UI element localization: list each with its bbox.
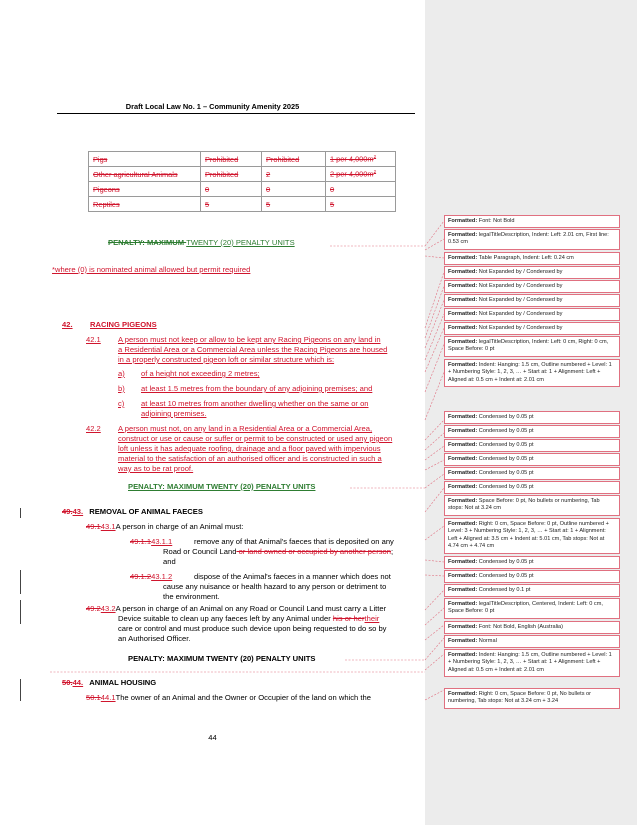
table-cell: 0: [261, 181, 326, 197]
para-43-1: 49.143.1A person in charge of an Animal …: [86, 522, 244, 531]
para-42-1-line: a Residential Area or a Commercial Area …: [118, 345, 388, 354]
subpara-43-1-2-line: dispose of the Animal's faeces in a mann…: [194, 572, 391, 581]
comment-balloon[interactable]: Formatted: Condensed by 0.05 pt: [444, 425, 620, 439]
table-cell: 0: [325, 181, 396, 197]
comment-balloon[interactable]: Formatted: Font: Not Bold, English (Aust…: [444, 621, 620, 635]
comment-balloon[interactable]: Formatted: Not Expanded by / Condensed b…: [444, 308, 620, 322]
comment-balloon[interactable]: Formatted: legalTitleDescription, Center…: [444, 598, 620, 619]
comment-balloon[interactable]: Formatted: Not Expanded by / Condensed b…: [444, 266, 620, 280]
page-number: 44: [208, 733, 217, 742]
comment-balloon[interactable]: Formatted: Condensed by 0.05 pt: [444, 556, 620, 570]
para-43-2-line: an Authorised Officer.: [118, 634, 191, 643]
subpara-43-1-1-number: 49.1.143.1.1: [130, 537, 173, 546]
penalty-units-43: PENALTY: MAXIMUM TWENTY (20) PENALTY UNI…: [128, 654, 316, 663]
table-row: Other agricultural Animals Prohibited 2 …: [88, 166, 396, 182]
comment-balloon[interactable]: Formatted: Indent: Hanging: 1.5 cm, Outl…: [444, 649, 620, 678]
para-42-1-number: 42.1: [86, 335, 101, 344]
section-43-heading: 49.43. REMOVAL OF ANIMAL FAECES: [62, 507, 203, 516]
comment-balloon[interactable]: Formatted: Not Expanded by / Condensed b…: [444, 294, 620, 308]
comment-balloon[interactable]: Formatted: Condensed by 0.05 pt: [444, 439, 620, 453]
comment-balloon[interactable]: Formatted: Right: 0 cm, Space Before: 0 …: [444, 518, 620, 554]
change-bar: [20, 600, 21, 624]
penalty-units-first: PENALTY: MAXIMUM TWENTY (20) PENALTY UNI…: [108, 238, 295, 247]
item-a-number: a): [118, 369, 125, 378]
para-42-1-line: in a properly constructed pigeon loft or…: [118, 355, 335, 364]
item-a-text: of a height not exceeding 2 metres;: [141, 369, 260, 378]
item-b-number: b): [118, 384, 125, 393]
comment-balloon[interactable]: Formatted: Space Before: 0 pt, No bullet…: [444, 495, 620, 516]
para-42-2-line: way as to be rat proof.: [118, 464, 194, 473]
table-cell: 0: [200, 181, 262, 197]
para-42-2-number: 42.2: [86, 424, 101, 433]
table-cell: Other agricultural Animals: [88, 166, 201, 182]
subpara-43-1-2-number: 49.1.243.1.2: [130, 572, 173, 581]
table-cell: 5: [200, 196, 262, 212]
table-cell: 5: [325, 196, 396, 212]
table-cell: 2: [261, 166, 326, 182]
para-42-2-line: A person must not, on any land in a Resi…: [118, 424, 373, 433]
comment-balloon[interactable]: Formatted: Indent: Hanging: 1.5 cm, Outl…: [444, 359, 620, 388]
item-c-line: adjoining premises.: [141, 409, 207, 418]
comment-balloon[interactable]: Formatted: Condensed by 0.1 pt: [444, 584, 620, 598]
item-c-number: c): [118, 399, 125, 408]
comment-balloon[interactable]: Formatted: Not Expanded by / Condensed b…: [444, 280, 620, 294]
table-cell: 5: [261, 196, 326, 212]
section-42-number: 42.: [62, 320, 73, 329]
comment-balloon[interactable]: Formatted: legalTitleDescription, Indent…: [444, 229, 620, 250]
comment-balloon[interactable]: Formatted: Condensed by 0.05 pt: [444, 453, 620, 467]
para-42-1-line: A person must not keep or allow to be ke…: [118, 335, 381, 344]
para-42-2-line: loft unless it has adequate roofing, dra…: [118, 444, 381, 453]
change-bar: [20, 570, 21, 594]
table-cell: Pigeons: [88, 181, 201, 197]
comment-balloon[interactable]: Formatted: Font: Not Bold: [444, 215, 620, 229]
comment-balloon[interactable]: Formatted: Normal: [444, 635, 620, 649]
table-cell: Prohibited: [261, 151, 326, 167]
comment-balloon[interactable]: Formatted: Condensed by 0.05 pt: [444, 570, 620, 584]
animal-limits-table: Pigs Prohibited Prohibited 1 per 4,000m2…: [88, 151, 396, 212]
item-b-text: at least 1.5 metres from the boundary of…: [141, 384, 373, 393]
subpara-43-1-2-line: the environment.: [163, 592, 220, 601]
comment-balloon[interactable]: Formatted: Condensed by 0.05 pt: [444, 411, 620, 425]
para-43-2: 49.243.2A person in charge of an Animal …: [86, 604, 387, 613]
para-42-2-line: material to the satisfaction of an autho…: [118, 454, 382, 463]
comment-balloon[interactable]: Formatted: Condensed by 0.05 pt: [444, 481, 620, 495]
table-cell: Prohibited: [200, 166, 262, 182]
para-43-2-line: care or control and must produce such de…: [118, 624, 387, 633]
comment-balloon[interactable]: Formatted: Not Expanded by / Condensed b…: [444, 322, 620, 336]
section-44-heading: 50.44. ANIMAL HOUSING: [62, 678, 157, 687]
para-43-2-line: Device suitable to clean up any faeces l…: [118, 614, 380, 623]
comment-balloon[interactable]: Formatted: Right: 0 cm, Space Before: 0 …: [444, 688, 620, 709]
table-row: Pigeons 0 0 0: [88, 181, 396, 197]
document-page: Draft Local Law No. 1 – Community Amenit…: [20, 102, 415, 742]
table-cell: Prohibited: [200, 151, 262, 167]
comment-balloon[interactable]: Formatted: legalTitleDescription, Indent…: [444, 336, 620, 357]
subpara-43-1-1-line: Road or Council Land or land owned or oc…: [163, 547, 394, 556]
change-bar: [20, 679, 21, 701]
page-header: Draft Local Law No. 1 – Community Amenit…: [125, 102, 300, 111]
penalty-units-42: PENALTY: MAXIMUM TWENTY (20) PENALTY UNI…: [128, 482, 316, 491]
change-bar: [20, 508, 21, 518]
table-cell: Reptiles: [88, 196, 201, 212]
table-row: Reptiles 5 5 5: [88, 196, 396, 212]
subpara-43-1-1-line: and: [163, 557, 176, 566]
subpara-43-1-1-line: remove any of that Animal's faeces that …: [194, 537, 394, 546]
table-cell: Pigs: [88, 151, 201, 167]
header-rule: [57, 113, 415, 114]
subpara-43-1-2-line: cause any nuisance or health hazard to a…: [163, 582, 387, 591]
comment-balloon[interactable]: Formatted: Condensed by 0.05 pt: [444, 467, 620, 481]
para-42-2-line: construct or use or cause or suffer or p…: [118, 434, 393, 443]
comment-balloon[interactable]: Formatted: Table Paragraph, Indent: Left…: [444, 252, 620, 266]
item-c-line: at least 10 metres from another dwelling…: [141, 399, 369, 408]
para-44-1: 50.144.1The owner of an Animal and the O…: [86, 693, 371, 702]
section-42-title: RACING PIGEONS: [90, 320, 157, 329]
table-cell: 1 per 4,000m2: [325, 151, 396, 167]
footnote: *where (0) is nominated animal allowed b…: [52, 265, 251, 274]
table-cell: 2 per 4,000m2: [325, 166, 396, 182]
table-row: Pigs Prohibited Prohibited 1 per 4,000m2: [88, 151, 396, 167]
